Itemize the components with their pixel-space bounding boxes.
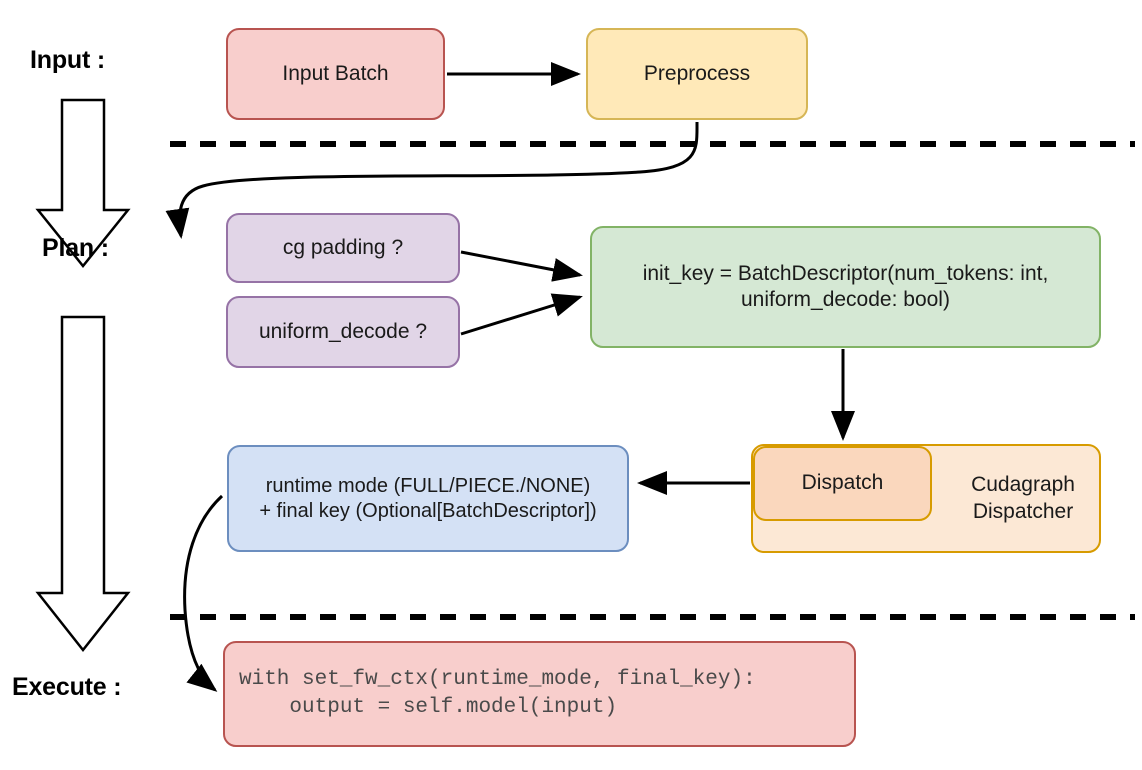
node-runtime-mode-label: runtime mode (FULL/PIECE./NONE) + final … <box>259 474 597 522</box>
node-dispatch-label: Dispatch <box>801 471 884 495</box>
node-preprocess-label: Preprocess <box>643 61 751 85</box>
node-dispatch[interactable]: Dispatch <box>753 446 932 521</box>
connector-runtime-mode-to-execute-code <box>183 494 224 692</box>
stage-arrow-plan-to-execute <box>35 315 131 653</box>
node-cg-padding-label: cg padding ? <box>282 235 404 259</box>
node-init-key[interactable]: init_key = BatchDescriptor(num_tokens: i… <box>590 226 1101 348</box>
node-cg-padding[interactable]: cg padding ? <box>226 213 460 283</box>
node-execute-code[interactable]: with set_fw_ctx(runtime_mode, final_key)… <box>223 641 856 747</box>
node-execute-code-text: with set_fw_ctx(runtime_mode, final_key)… <box>239 667 756 719</box>
connector-cg-padding-to-init-key <box>460 250 583 282</box>
stage-label-execute: Execute : <box>12 673 122 701</box>
node-preprocess[interactable]: Preprocess <box>586 28 808 120</box>
node-cudagraph-dispatcher-label: Cudagraph Dispatcher <box>971 473 1075 523</box>
node-uniform-decode[interactable]: uniform_decode ? <box>226 296 460 368</box>
node-runtime-mode[interactable]: runtime mode (FULL/PIECE./NONE) + final … <box>227 445 629 552</box>
node-init-key-label: init_key = BatchDescriptor(num_tokens: i… <box>642 261 1049 311</box>
node-input-batch[interactable]: Input Batch <box>226 28 445 120</box>
node-input-batch-label: Input Batch <box>282 61 389 85</box>
stage-label-plan: Plan : <box>42 234 109 262</box>
stage-label-input: Input : <box>30 46 105 74</box>
node-uniform-decode-label: uniform_decode ? <box>258 319 428 343</box>
connector-uniform-decode-to-init-key <box>460 293 583 336</box>
